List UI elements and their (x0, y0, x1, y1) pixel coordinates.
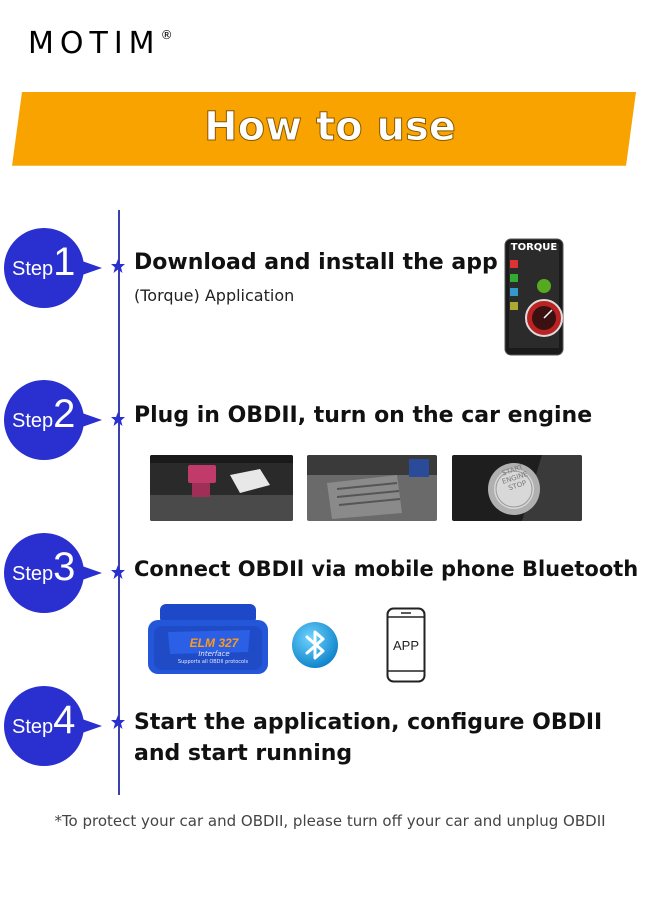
bluetooth-icon (292, 622, 338, 668)
star-icon (111, 565, 125, 579)
obd-device-interface: Interface (198, 650, 230, 658)
obd-device-model: ELM 327 (189, 636, 239, 650)
brand-name: MOTIM (28, 26, 161, 61)
step-3-label: Step3 (12, 545, 76, 589)
phone-app-icon (386, 607, 426, 683)
brand-logo: MOTIM® (28, 26, 173, 61)
step-4-heading-line2: and start running (134, 741, 353, 766)
step-2-label: Step2 (12, 392, 76, 436)
title-banner (12, 92, 636, 166)
step-3-heading: Connect OBDIl via mobile phone Bluetooth (134, 557, 639, 581)
start-button-photo (452, 455, 582, 521)
registered-mark: ® (160, 28, 173, 42)
torque-title: TORQUE (510, 242, 558, 253)
timeline-line (118, 210, 120, 795)
step-1-subtext: (Torque) Application (134, 286, 295, 305)
torque-app-phone (504, 238, 564, 356)
step-4-heading-line1: Start the application, configure OBDII (134, 710, 603, 735)
step-2-heading: Plug in OBDII, turn on the car engine (134, 403, 593, 428)
obd-device-protocols: Supports all OBDII protocols (177, 659, 249, 665)
step-1-heading: Download and install the app (134, 250, 498, 275)
step-4-badge (4, 686, 102, 766)
phone-app-label: APP (392, 638, 419, 653)
obd-device-image (148, 604, 268, 674)
star-icon (111, 259, 125, 273)
safety-note: *To protect your car and OBDII, please t… (54, 812, 606, 830)
step-4-label: Step4 (12, 698, 76, 742)
step-1-label: Step1 (12, 240, 76, 284)
step-2-badge (4, 380, 102, 460)
page-title: How to use (204, 104, 457, 151)
step-1-badge (4, 228, 102, 308)
star-icon (111, 715, 125, 729)
star-icon (111, 412, 125, 426)
step-3-badge (4, 533, 102, 613)
pedals-photo (307, 455, 437, 521)
obd-port-photo (150, 455, 293, 521)
